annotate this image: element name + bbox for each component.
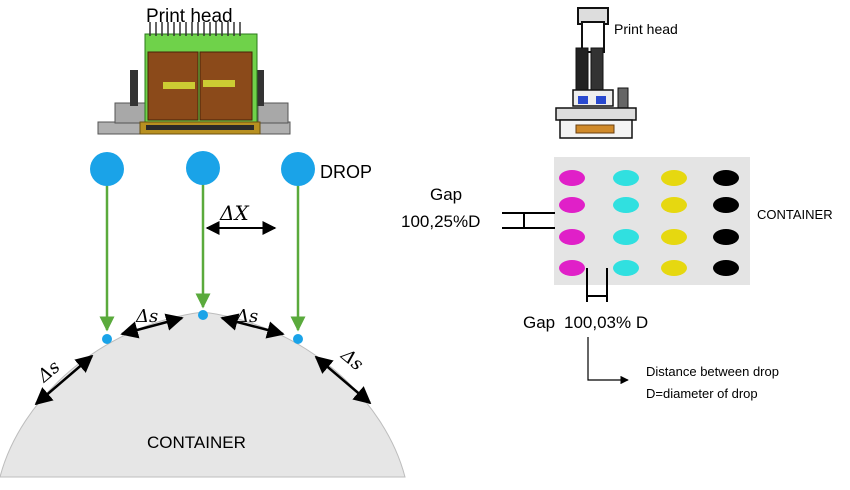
ink-dot xyxy=(613,170,639,186)
ink-dot xyxy=(661,229,687,245)
left-print-head-label: Print head xyxy=(146,6,233,27)
ink-dot xyxy=(613,197,639,213)
right-print-head xyxy=(555,7,637,139)
delta-s-arrow-1 xyxy=(120,313,184,339)
landed-drop-3 xyxy=(293,334,303,344)
ink-dot xyxy=(713,170,739,186)
ink-dot xyxy=(613,260,639,276)
drop-2 xyxy=(186,151,220,185)
ink-dot xyxy=(661,170,687,186)
ink-dot xyxy=(713,197,739,213)
drop-1 xyxy=(90,152,124,186)
ink-dot xyxy=(713,260,739,276)
ink-dot xyxy=(559,260,585,276)
horizontal-gap-label: Gap xyxy=(523,313,555,332)
drop-label: DROP xyxy=(320,162,372,182)
delta-s-label-1: Δs xyxy=(135,306,158,327)
left-container-label: CONTAINER xyxy=(147,433,246,452)
dot-grid xyxy=(559,170,739,276)
vertical-gap-marker xyxy=(502,212,555,229)
delta-x-label: ΔX xyxy=(219,201,249,225)
ink-dot xyxy=(661,197,687,213)
ink-dot xyxy=(559,229,585,245)
delta-s-arrow-3 xyxy=(34,354,94,406)
right-container-label: CONTAINER xyxy=(757,207,833,222)
drop-3 xyxy=(281,152,315,186)
landed-drop-1 xyxy=(102,334,112,344)
ink-dot xyxy=(613,229,639,245)
ink-dot xyxy=(559,197,585,213)
ink-dot xyxy=(661,260,687,276)
delta-s-label-4: Δs xyxy=(336,344,367,375)
horizontal-gap-value: 100,03% D xyxy=(564,313,648,332)
delta-s-arrow-4 xyxy=(314,355,372,405)
note-line-2: D=diameter of drop xyxy=(646,386,758,401)
drop-trajectories xyxy=(99,182,306,332)
left-container-dome xyxy=(0,311,406,478)
vertical-gap-label: Gap xyxy=(430,185,462,204)
ink-dot xyxy=(713,229,739,245)
note-leader-arrow xyxy=(587,337,629,385)
delta-s-label-2: Δs xyxy=(235,306,258,327)
note-line-1: Distance between drop xyxy=(646,364,779,379)
delta-s-arrow-2 xyxy=(220,313,285,339)
horizontal-gap-marker xyxy=(586,268,608,302)
vertical-gap-value: 100,25%D xyxy=(401,212,480,231)
left-print-head xyxy=(97,22,291,135)
landed-drop-2 xyxy=(198,310,208,320)
connector-pins xyxy=(149,22,241,36)
right-print-head-label: Print head xyxy=(614,21,678,37)
ink-dot xyxy=(559,170,585,186)
